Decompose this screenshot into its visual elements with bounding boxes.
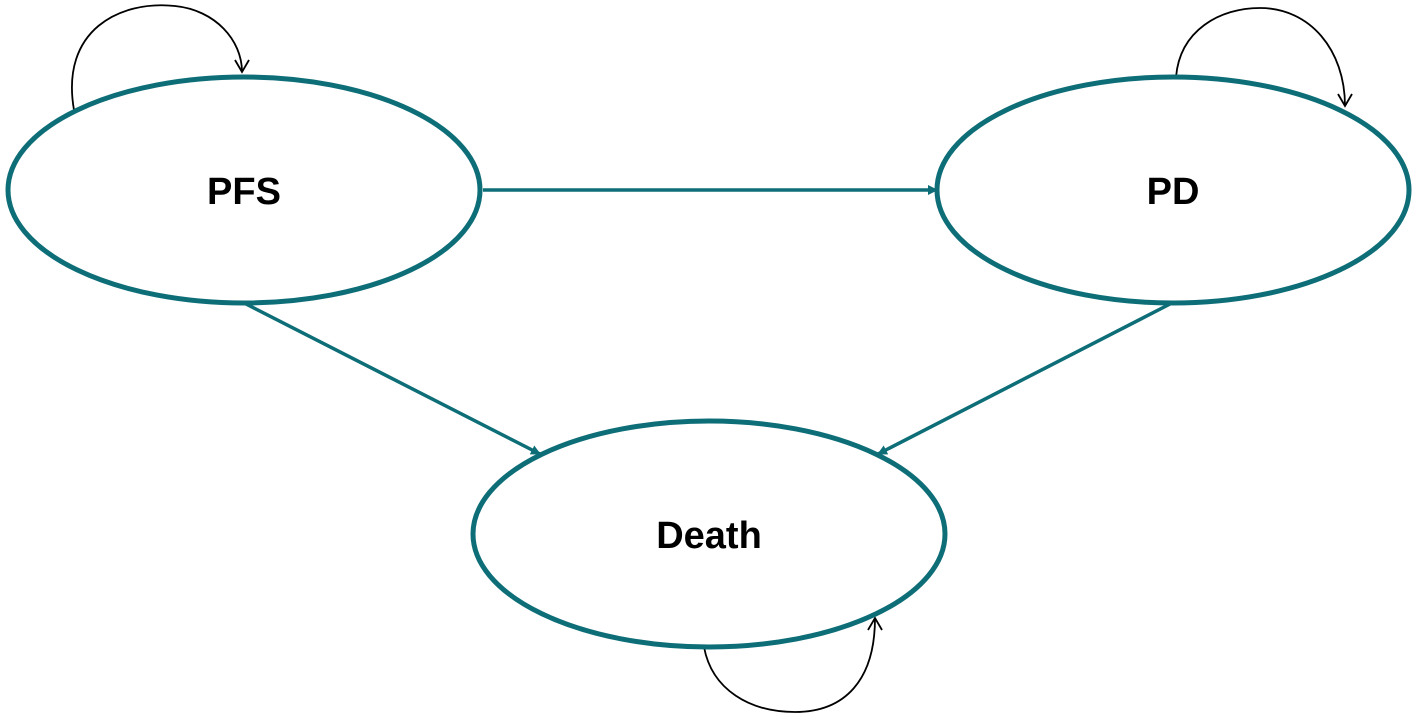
- state-pd-shape: [934, 74, 1412, 306]
- self-loop-death: [703, 616, 883, 713]
- state-pfs-label: PFS: [207, 171, 281, 213]
- state-death-label: Death: [656, 515, 762, 557]
- state-pd: PD: [934, 74, 1412, 306]
- transition-pd-to-death: [877, 302, 1171, 456]
- state-pfs-shape: [5, 74, 483, 306]
- state-pd-label: PD: [1147, 171, 1200, 213]
- state-pfs: PFS: [5, 74, 483, 306]
- state-death: Death: [470, 418, 948, 650]
- transition-pfs-to-death: [245, 302, 541, 456]
- state-death-shape: [470, 418, 948, 650]
- self-loop-pd: [1175, 7, 1353, 108]
- self-loop-pfs: [71, 4, 250, 111]
